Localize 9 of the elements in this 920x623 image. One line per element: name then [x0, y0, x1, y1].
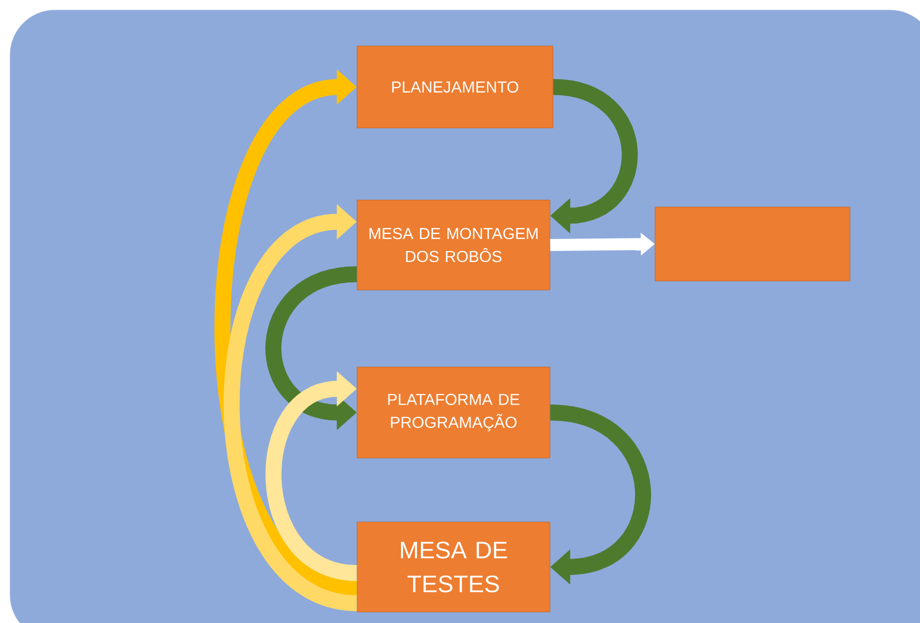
- process-box: MESA DE MONTAGEM DOS ROBÔS: [356, 200, 550, 290]
- process-box: PLANEJAMENTO: [356, 46, 554, 128]
- process-box: PLATAFORMA DE PROGRAMAÇÃO: [356, 366, 550, 458]
- block-arrow: [224, 204, 358, 612]
- block-arrow: [214, 69, 359, 596]
- process-box: MESA DE TESTES: [356, 522, 550, 612]
- block-arrow: [266, 371, 358, 581]
- block-arrow: [549, 404, 651, 585]
- process-box: [654, 206, 850, 282]
